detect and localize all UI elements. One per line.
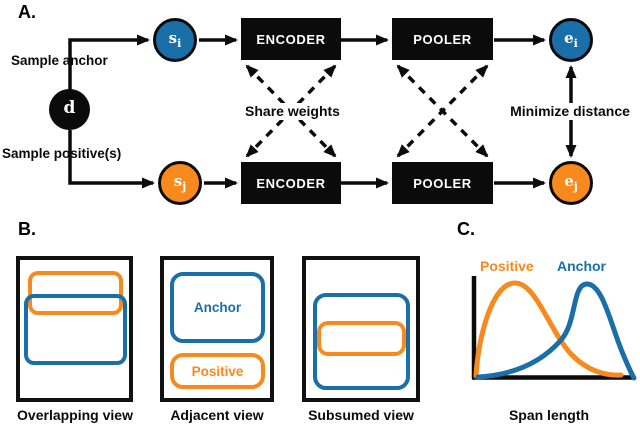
minimize-distance-label: Minimize distance [500, 103, 640, 121]
sample-positive-label: Sample positive(s) [2, 146, 122, 161]
pooler-box-bottom: POOLER [392, 162, 493, 204]
panel-a-label: A. [18, 2, 36, 22]
positive-span-label: Positive [191, 363, 244, 379]
legend-anchor-label: Anchor [557, 258, 606, 274]
overlapping-anchor-span [24, 294, 127, 365]
node-d: d [49, 89, 90, 130]
node-sj-label: sj [173, 172, 187, 193]
overlapping-view-caption: Overlapping view [17, 407, 133, 423]
subsumed-positive-span [317, 321, 406, 356]
node-sj: sj [158, 161, 202, 205]
legend-positive-label: Positive [480, 258, 534, 274]
pooler-box-top: POOLER [392, 18, 493, 60]
anchor-span-label: Anchor [193, 300, 242, 315]
span-length-axis-label: Span length [508, 407, 590, 423]
sample-anchor-label: Sample anchor [11, 53, 108, 68]
share-weights-label: Share weights [236, 103, 349, 121]
anchor-distribution-curve [475, 281, 637, 381]
overlapping-positive-span [28, 271, 123, 315]
adjacent-anchor-span: Anchor [170, 272, 265, 343]
node-ei-label: ei [564, 29, 578, 50]
adjacent-positive-span: Positive [170, 353, 265, 389]
subsumed-anchor-span [313, 293, 410, 390]
positive-distribution-curve [473, 280, 624, 379]
node-d-label: d [63, 97, 76, 118]
panel-c-label: C. [457, 219, 475, 239]
span-length-chart [471, 276, 637, 381]
node-ej-label: ej [564, 172, 578, 193]
node-si: si [153, 18, 197, 62]
node-ei: ei [549, 18, 593, 62]
adjacent-view-caption: Adjacent view [170, 407, 264, 423]
subsumed-view-caption: Subsumed view [308, 407, 414, 423]
node-ej: ej [549, 161, 593, 205]
node-si-label: si [168, 29, 182, 50]
panel-b-label: B. [18, 219, 36, 239]
encoder-box-top: ENCODER [241, 18, 341, 60]
encoder-box-bottom: ENCODER [241, 162, 341, 204]
